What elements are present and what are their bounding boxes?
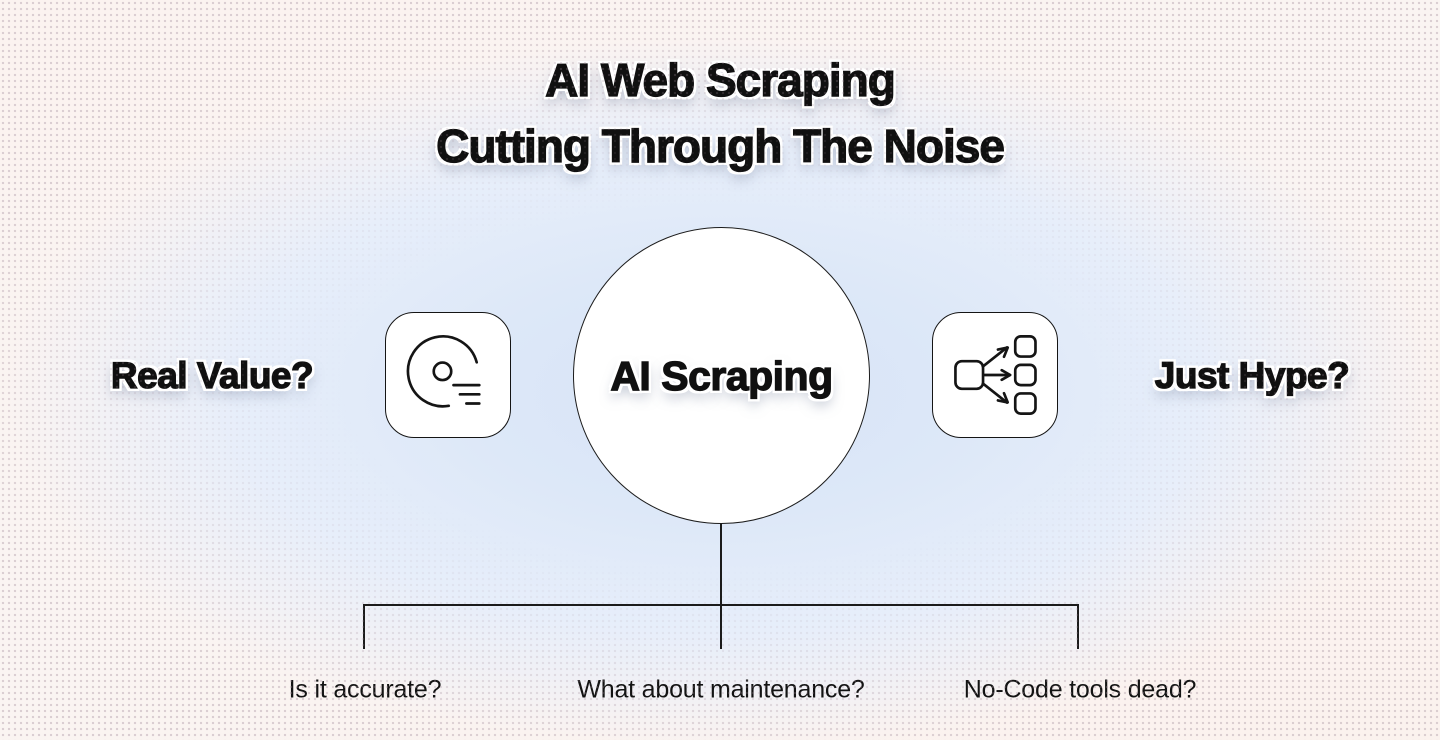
central-topic-node: AI Scraping <box>573 227 870 524</box>
left-drop-line <box>363 604 365 649</box>
branch-label-accuracy: Is it accurate? <box>288 675 442 704</box>
left-icon-card <box>385 312 511 438</box>
right-icon-card <box>932 312 1058 438</box>
title-line-2: Cutting Through The Noise <box>435 119 1005 172</box>
branch-label-maintenance: What about maintenance? <box>577 675 865 704</box>
fan-out-icon <box>949 329 1041 421</box>
right-question: Just Hype? <box>1154 354 1350 396</box>
right-drop-line <box>1077 604 1079 649</box>
page-title: AI Web Scraping Cutting Through The Nois… <box>0 47 1440 179</box>
title-line-1: AI Web Scraping <box>545 53 897 106</box>
central-topic-label: AI Scraping <box>610 352 834 399</box>
disc-data-icon <box>402 329 494 421</box>
branch-label-nocode: No-Code tools dead? <box>963 675 1197 704</box>
branch-bar-line <box>363 604 1079 606</box>
left-question: Real Value? <box>110 354 314 396</box>
stem-connector-line <box>720 523 722 649</box>
